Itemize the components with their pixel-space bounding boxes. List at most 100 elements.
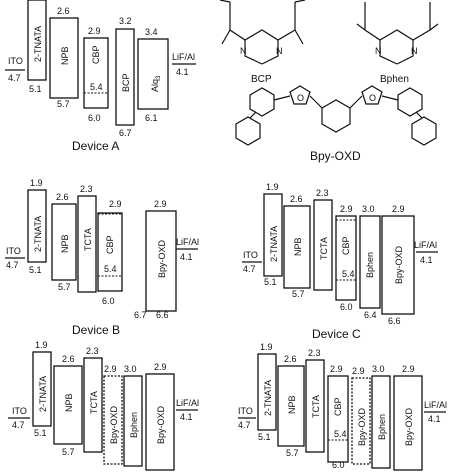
ito-label: ITO (8, 56, 23, 66)
layer-cbp (97, 212, 123, 292)
cathode-value: 4.1 (180, 412, 193, 422)
layer-label: Alq3 (150, 75, 162, 92)
bpy-oxd-structure: O O (235, 85, 437, 146)
extra-value: 6.0 (88, 113, 101, 123)
homo-value: 6.1 (145, 113, 158, 123)
layer-cbp (327, 375, 349, 463)
layer-label: CBP (341, 236, 351, 255)
device-caption: Device B (72, 323, 120, 337)
homo-value: 5.1 (264, 277, 277, 287)
cathode-label: LiF/Al (424, 400, 447, 410)
oxd-o2: O (369, 93, 376, 103)
bcp-phenyl-stubs (219, 0, 306, 3)
bipyridine-ring (235, 116, 261, 146)
lumo-value: 1.9 (30, 178, 43, 188)
bcp-name: BCP (251, 74, 272, 85)
lumo-value: 2.9 (330, 364, 343, 374)
lumo-value: 2.6 (57, 6, 70, 16)
extra-value: 6.0 (340, 302, 353, 312)
layer-2-tnata (27, 189, 47, 263)
layer-bcp (115, 28, 135, 126)
layer-2-tnata (263, 193, 283, 277)
ito-label: ITO (12, 406, 27, 416)
cathode-label: LiF/Al (176, 398, 199, 408)
cathode-label: LiF/Al (414, 240, 437, 250)
device-caption: Device A (72, 139, 119, 153)
bipyridine-ring-2 (411, 116, 437, 146)
ito-value: 4.7 (12, 420, 25, 430)
layer-label: TCTA (319, 237, 329, 260)
alq-text: Alq (150, 79, 160, 92)
lumo-value: 2.9 (88, 26, 101, 36)
layer-label: 2-TNATA (269, 226, 279, 262)
bphen-ring-bonds-2 (356, 23, 439, 65)
layer-label: CBP (91, 45, 101, 64)
homo-value: 6.6 (156, 310, 169, 320)
layer-label: CBP (333, 397, 343, 416)
layer-label: Bpy-OXD (357, 407, 367, 446)
device-c-diagram: ITO 4.7 2-TNATA 1.9 5.1 NPB 2.6 5.7 TCTA… (242, 182, 438, 341)
lumo-value: 2.9 (392, 204, 405, 214)
ito-label: ITO (238, 406, 253, 416)
lumo-value: 1.9 (260, 342, 273, 352)
layer-npb (277, 365, 305, 447)
homo-value: 5.1 (29, 265, 42, 275)
layer-label: NPB (287, 395, 297, 414)
bcp-ring-bonds (229, 2, 296, 41)
layer-label: Bpy-OXD (156, 405, 166, 444)
layer-alq3 (137, 38, 169, 110)
homo-value: 5.7 (292, 289, 305, 299)
homo-value: 5.7 (286, 448, 299, 458)
layer-label: NPB (60, 46, 70, 65)
bcp-n2: N (276, 46, 283, 56)
layer-tcta (77, 195, 97, 293)
layer-tcta (83, 357, 103, 453)
cathode-label: LiF/Al (176, 237, 199, 247)
homo-value: 6.4 (364, 310, 377, 320)
layer-2-tnata (257, 353, 277, 431)
homo-value: 5.4 (342, 269, 355, 279)
pyridine-ring (249, 87, 275, 117)
lumo-value: 2.9 (340, 204, 353, 214)
layer-label: Bpy-OXD (394, 245, 404, 284)
lumo-value: 2.9 (154, 199, 167, 209)
lumo-value: 2.6 (284, 354, 297, 364)
layer-label: NPB (60, 234, 70, 253)
homo-value: 6.6 (388, 316, 401, 326)
lumo-value: 3.0 (362, 204, 375, 214)
homo-value: 5.1 (34, 428, 47, 438)
layer-bpy-oxd (145, 373, 175, 471)
layer-label: 2-TNATA (33, 216, 43, 252)
layer-tcta (305, 359, 325, 453)
lumo-value: 2.9 (352, 366, 365, 376)
layer-2-tnata (27, 0, 47, 81)
homo-value: 5.4 (90, 82, 103, 92)
lumo-value: 2.3 (308, 348, 321, 358)
layer-label: Bphen (365, 252, 375, 278)
bcp-structure: N N (219, 0, 306, 65)
layer-label: Bpy-OXD (404, 407, 414, 446)
layer-npb (51, 203, 77, 281)
ito-value: 4.7 (238, 420, 251, 430)
alq-subscript: 3 (156, 75, 162, 79)
extra-value: 6.7 (134, 310, 147, 320)
oxd-o1: O (297, 93, 304, 103)
device-b-diagram: ITO 4.7 2-TNATA 1.9 5.1 NPB 2.6 5.7 TCTA… (5, 178, 199, 337)
layer-label: Bphen (129, 412, 139, 438)
molecule-structures: N N BCP N N Bphen O O Bpy-OXD (219, 0, 439, 163)
ito-value: 4.7 (8, 73, 21, 83)
lumo-value: 2.9 (104, 364, 117, 374)
layer-label: Bpy-OXD (109, 405, 119, 444)
lumo-value: 1.9 (266, 182, 279, 192)
layer-label: TCTA (83, 228, 93, 251)
layer-npb (283, 205, 311, 289)
bphen-n1: N (375, 46, 382, 56)
oxadiazole-ring-2 (361, 85, 383, 105)
layer-label: CBP (105, 235, 115, 254)
homo-value: 5.1 (258, 432, 271, 442)
layer-bphen (359, 215, 381, 309)
extra-value: 6.0 (332, 460, 345, 470)
lumo-value: 2.9 (109, 199, 122, 209)
lumo-value: 2.3 (80, 184, 93, 194)
